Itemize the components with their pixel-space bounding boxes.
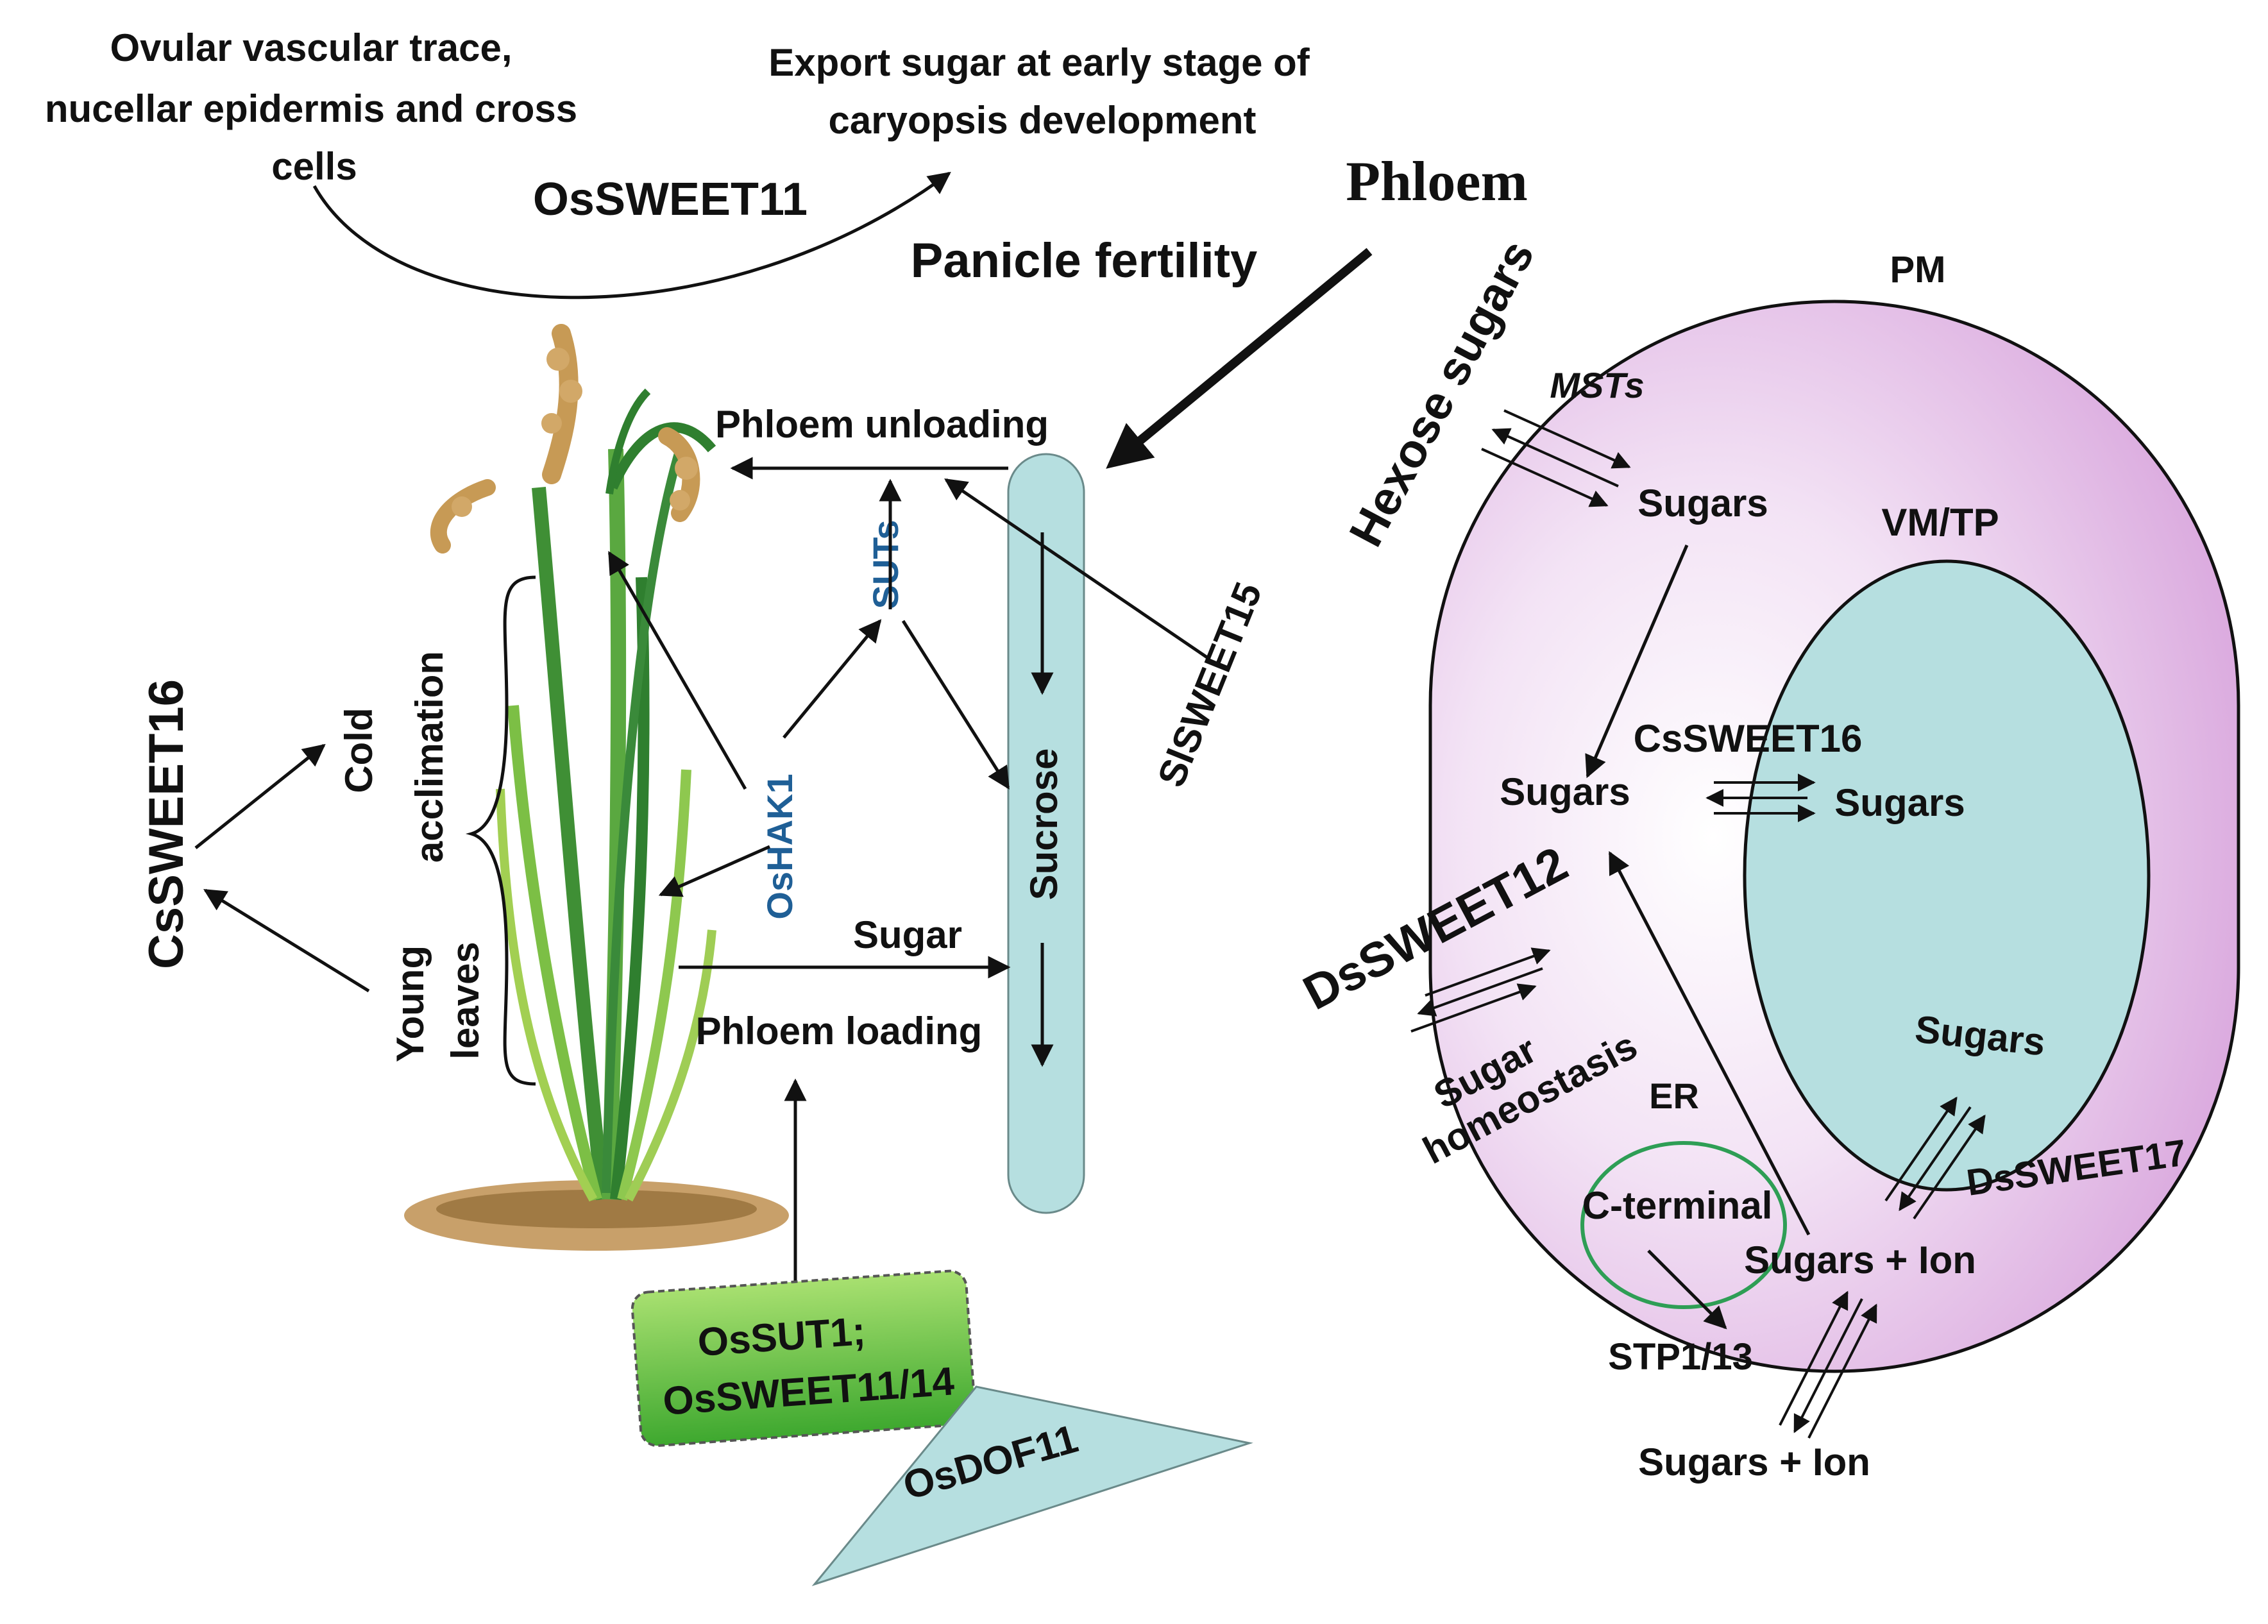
sugars-ion-inside-label: Sugars + Ion (1744, 1239, 1976, 1281)
export-text-line2: caryopsis development (829, 99, 1257, 142)
phloem-header: Phloem (1346, 151, 1528, 213)
ovular-text-line3: cells (271, 145, 357, 188)
suts-to-sucrose-arrow (901, 620, 1010, 790)
left-pathways: Sucrose Phloem unloading SUTs SlSWEET15 … (139, 403, 1270, 1587)
leaves-label: leaves (444, 942, 487, 1060)
sugars-top-label: Sugars (1638, 482, 1768, 525)
young-to-cssweet16-arrow (203, 888, 370, 993)
top-section: Ovular vascular trace, nucellar epidermi… (45, 26, 1528, 469)
suts-label: SUTs (865, 520, 906, 609)
sucrose-label: Sucrose (1022, 749, 1065, 901)
osdof11-triangle (811, 1385, 1253, 1587)
slsweet15-label: SlSWEET15 (1149, 577, 1270, 793)
oshak1-to-leaf-arrow (658, 845, 771, 897)
msts-label: MSTs (1550, 365, 1644, 405)
vm-tp-label: VM/TP (1881, 501, 1999, 544)
cssweet16-to-cold-arrow (194, 743, 326, 849)
young-label: Young (389, 945, 432, 1062)
sugar-label: Sugar (853, 913, 962, 956)
slsweet15-arrow (944, 478, 1208, 659)
cterminal-to-stp-arrow (1647, 1249, 1727, 1330)
sugars-mid-left-label: Sugars (1500, 770, 1630, 813)
plant-cell: PM Hexose sugars MSTs Sugars VM/TP CsSWE… (1295, 232, 2240, 1484)
sugars-ion-outside-label: Sugars + Ion (1638, 1441, 1870, 1484)
ossut1-sweet-box (630, 1269, 976, 1447)
phloem-loading-label: Phloem loading (696, 1010, 983, 1053)
phloem-tube (1007, 453, 1085, 1214)
er-ring (1580, 1141, 1787, 1309)
sugars-down-arrow (1585, 545, 1689, 779)
phloem-unloading-label: Phloem unloading (715, 403, 1049, 446)
vacuole (1743, 559, 2151, 1192)
phloem-big-arrow (1106, 248, 1373, 469)
oshak1-to-panicle-arrow (607, 550, 747, 790)
ion-to-sugars-arrow (1608, 850, 1811, 1236)
ovular-text-line2: nucellar epidermis and cross (45, 87, 577, 130)
cssweet16-cell-label: CsSWEET16 (1634, 717, 1863, 760)
ossweet11-curved-arrow (312, 171, 951, 300)
er-label: ER (1649, 1076, 1699, 1116)
cold-label: Cold (337, 707, 380, 793)
cssweet16-left-label: CsSWEET16 (139, 679, 194, 969)
ossweet11-label: OsSWEET11 (533, 174, 808, 225)
sugars-vacuole-label: Sugars (1834, 781, 1965, 824)
ovular-text-line1: Ovular vascular trace, (110, 26, 512, 69)
plant-brace (465, 575, 536, 1086)
acclimation-label: acclimation (408, 651, 451, 863)
panicle-fertility-label: Panicle fertility (911, 233, 1258, 288)
oshak1-to-suts-arrow (783, 619, 882, 739)
export-text-line1: Export sugar at early stage of (768, 41, 1310, 84)
c-terminal-label: C-terminal (1582, 1184, 1773, 1227)
pm-label: PM (1890, 249, 1946, 291)
rice-plant-illustration (404, 324, 789, 1251)
oshak1-label: OsHAK1 (759, 774, 800, 919)
stp-label: STP1/13 (1608, 1336, 1753, 1378)
